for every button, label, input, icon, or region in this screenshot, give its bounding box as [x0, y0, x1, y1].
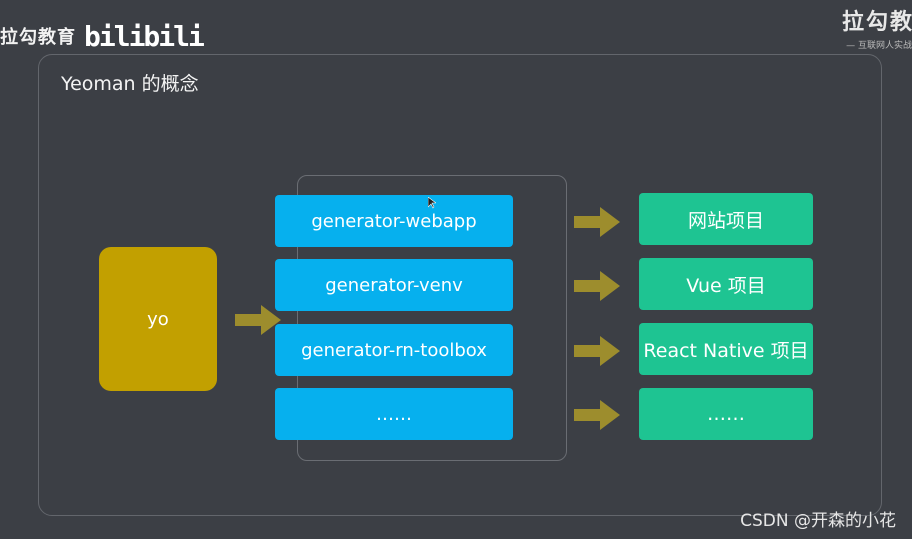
brand-left: 拉勾教育 bilibili	[0, 18, 205, 54]
lagou-logo-text: 拉勾教育	[0, 27, 76, 48]
generator-group	[297, 175, 567, 461]
project-label: ……	[707, 403, 745, 425]
project-react-native-box: React Native 项目	[639, 323, 813, 375]
right-arrow-icon	[235, 305, 281, 335]
right-arrow-icon	[574, 336, 620, 366]
right-arrow-icon	[574, 271, 620, 301]
generator-label: generator-webapp	[311, 210, 477, 232]
right-arrow-icon	[574, 207, 620, 237]
generator-venv-box: generator-venv	[275, 259, 513, 311]
csdn-watermark: CSDN @开森的小花	[740, 511, 896, 531]
project-vue-box: Vue 项目	[639, 258, 813, 310]
project-website-box: 网站项目	[639, 193, 813, 245]
project-label: 网站项目	[687, 209, 764, 232]
bilibili-logo: bilibili	[84, 19, 205, 53]
generator-label: generator-rn-toolbox	[301, 339, 487, 361]
slide-title: Yeoman 的概念	[61, 73, 199, 95]
project-more-box: ……	[639, 388, 813, 440]
generator-webapp-box: generator-webapp	[275, 195, 513, 247]
generator-more-box: ……	[275, 388, 513, 440]
lagou-logo-text-right: 拉勾教	[842, 10, 912, 35]
generator-rn-toolbox-box: generator-rn-toolbox	[275, 324, 513, 376]
generator-label: generator-venv	[325, 274, 463, 296]
brand-right: 拉勾教 — 互联网人实战	[842, 4, 912, 51]
yo-label: yo	[147, 308, 169, 330]
generator-label: ……	[376, 403, 412, 425]
lagou-slogan: — 互联网人实战	[846, 41, 912, 51]
right-arrow-icon	[574, 400, 620, 430]
yo-box: yo	[99, 247, 217, 391]
project-label: Vue 项目	[686, 274, 766, 297]
mouse-cursor-icon	[428, 197, 436, 209]
slide-frame: Yeoman 的概念 yo	[38, 54, 882, 516]
project-label: React Native 项目	[643, 339, 809, 362]
